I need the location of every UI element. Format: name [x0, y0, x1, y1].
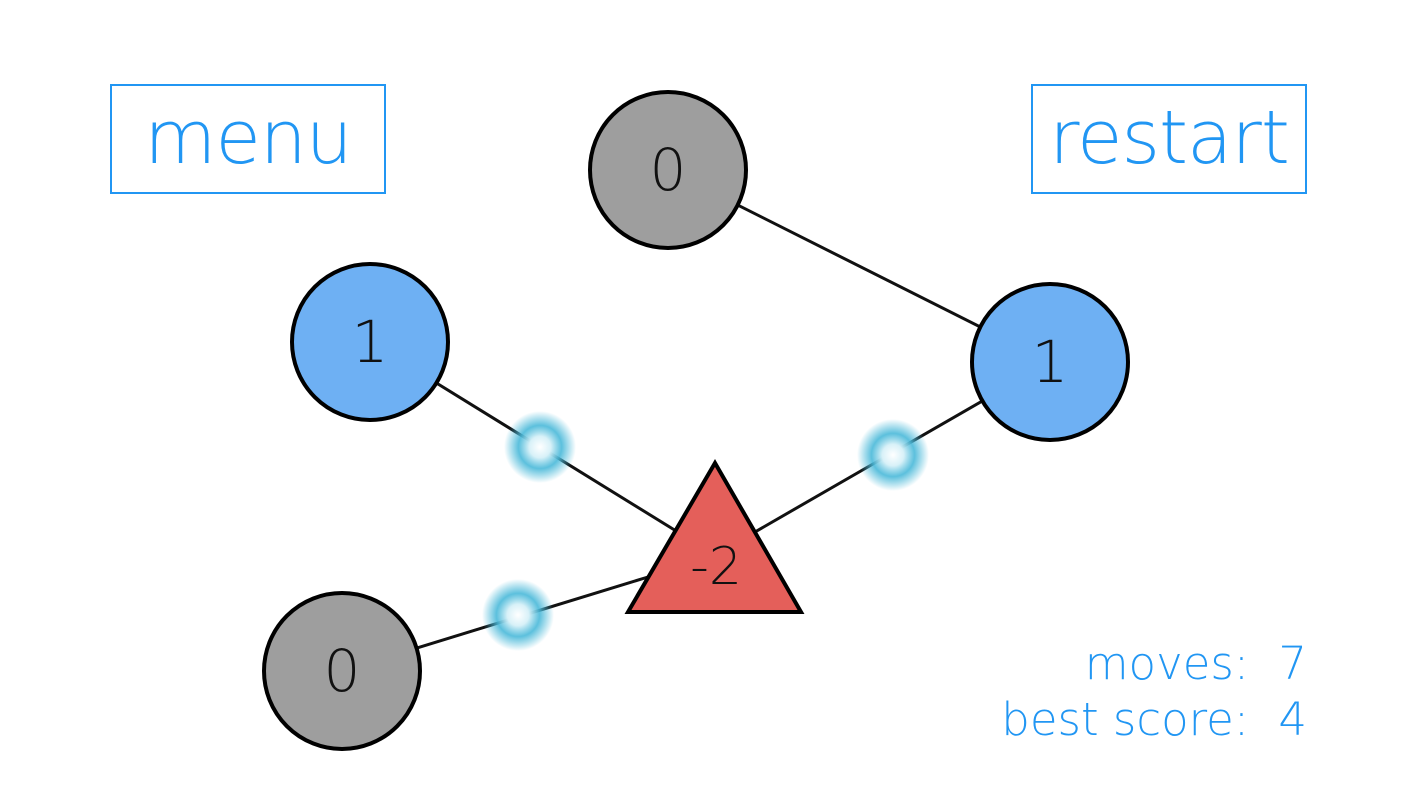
glow-orb [857, 419, 929, 491]
node-value: 0 [324, 637, 361, 705]
best-score-value: 4 [1278, 693, 1307, 746]
node-value: 1 [1032, 328, 1069, 396]
circle-node-shape [970, 282, 1130, 442]
node-value: 0 [650, 136, 687, 204]
best-score-label: best score: [1001, 693, 1249, 746]
node-center[interactable]: -2 [624, 459, 805, 614]
restart-button[interactable]: restart [1031, 84, 1307, 194]
moves-value: 7 [1278, 637, 1307, 690]
best-score-row: best score: 4 [1001, 692, 1307, 748]
node-top-center[interactable]: 0 [588, 90, 748, 250]
moves-row: moves: 7 [1001, 636, 1307, 692]
moves-label: moves: [1084, 637, 1249, 690]
node-value: 1 [352, 308, 389, 376]
circle-node-shape [290, 262, 450, 422]
node-right[interactable]: 1 [970, 282, 1130, 442]
circle-node-shape [262, 591, 422, 751]
glow-orb [504, 411, 576, 483]
glow-orb [482, 579, 554, 651]
node-bottom-left[interactable]: 0 [262, 591, 422, 751]
node-left[interactable]: 1 [290, 262, 450, 422]
menu-button[interactable]: menu [110, 84, 386, 194]
nodes-layer: 0 1 1 0 -2 [262, 90, 1130, 751]
stats-panel: moves: 7 best score: 4 [1001, 636, 1307, 748]
circle-node-shape [588, 90, 748, 250]
triangle-node-shape [624, 459, 805, 614]
glows-layer [482, 411, 929, 651]
node-value: -2 [690, 537, 742, 597]
